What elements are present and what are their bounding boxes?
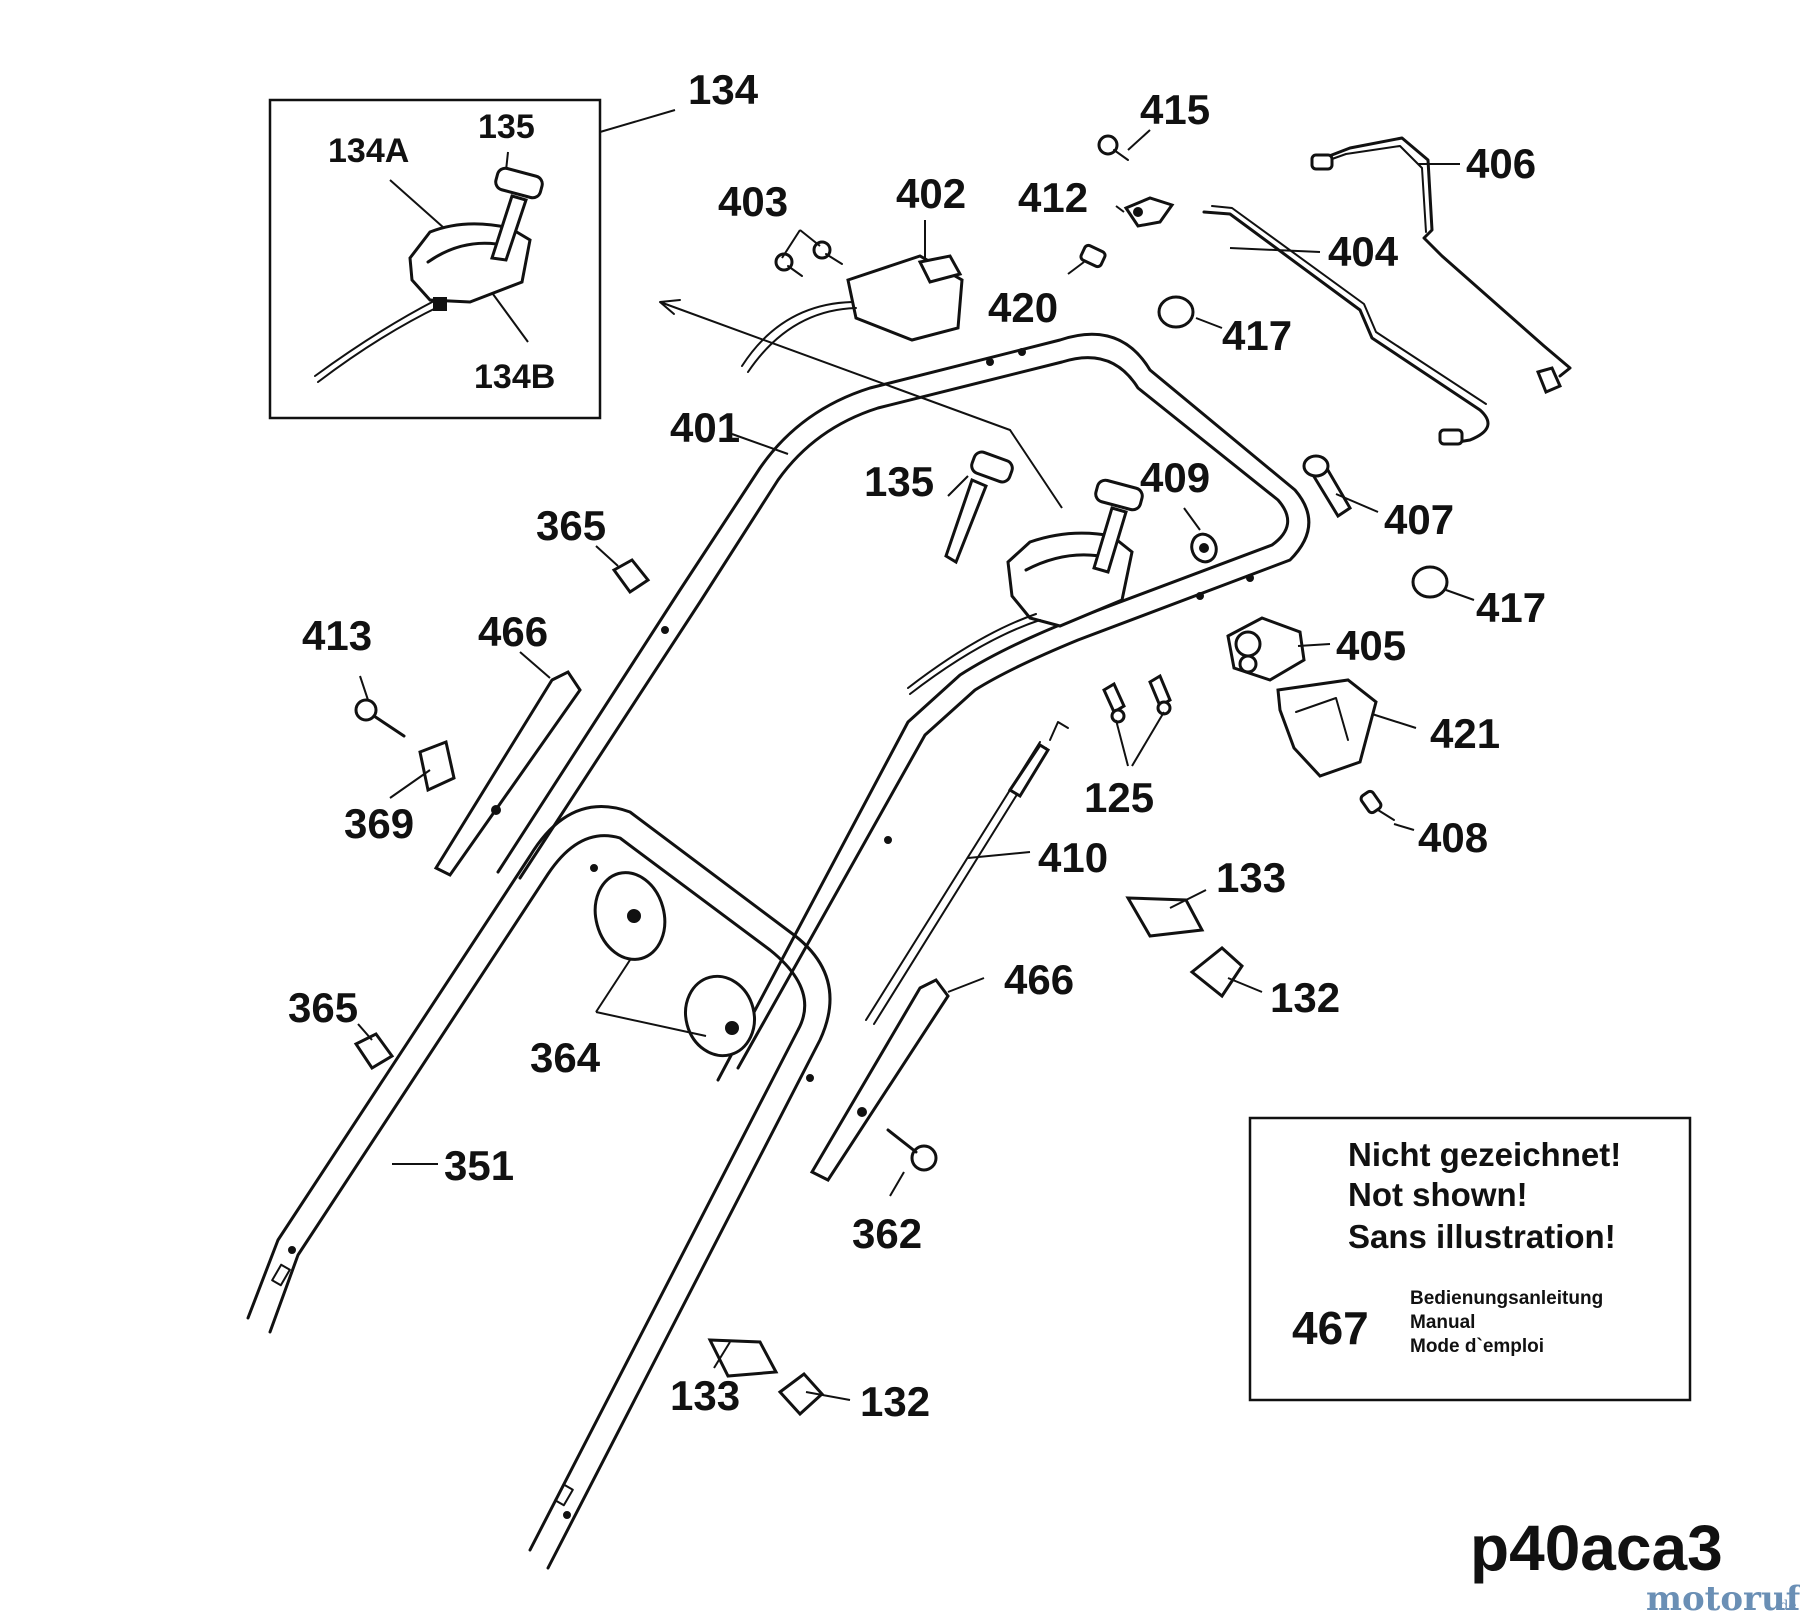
inset-label-134: 134 xyxy=(688,66,759,113)
note-desc-de: Bedienungsanleitung xyxy=(1410,1288,1603,1309)
inset-throttle-lever xyxy=(314,151,544,383)
part-labels: 415 406 403 402 412 404 420 417 401 135 … xyxy=(288,86,1546,1425)
note-desc-en: Manual xyxy=(1410,1312,1475,1333)
inset-label-134b: 134B xyxy=(474,358,555,396)
label-365-bottom: 365 xyxy=(288,984,358,1031)
lower-handle-351 xyxy=(246,805,832,1570)
small-fittings xyxy=(1079,134,1449,599)
inset-frame xyxy=(268,98,602,420)
inset-detail: 134 134A 135 134B xyxy=(268,66,759,420)
label-135: 135 xyxy=(864,458,934,505)
inset-leader xyxy=(599,109,676,133)
label-401: 401 xyxy=(670,404,740,451)
inset-label-134a: 134A xyxy=(328,132,409,170)
brand-suffix: .de xyxy=(1775,1598,1797,1614)
inset-label-135: 135 xyxy=(478,108,535,146)
tubes-466 xyxy=(433,670,950,1182)
label-410: 410 xyxy=(1038,834,1108,881)
label-409: 409 xyxy=(1140,454,1210,501)
cable-410 xyxy=(865,721,1069,1025)
label-405: 405 xyxy=(1336,622,1406,669)
label-417-top: 417 xyxy=(1222,312,1292,359)
throttle-lever-134 xyxy=(659,299,1144,695)
note-desc-fr: Mode d`emploi xyxy=(1410,1336,1544,1357)
label-420: 420 xyxy=(988,284,1058,331)
label-466-bottom: 466 xyxy=(1004,956,1074,1003)
label-407: 407 xyxy=(1384,496,1454,543)
label-415: 415 xyxy=(1140,86,1210,133)
leader-lines xyxy=(357,129,1475,1401)
note-line-de: Nicht gezeichnet! xyxy=(1348,1136,1621,1173)
label-403: 403 xyxy=(718,178,788,225)
note-line-en: Not shown! xyxy=(1348,1176,1528,1213)
label-369: 369 xyxy=(344,800,414,847)
brand-logo: motoruf xyxy=(1646,1579,1800,1618)
brackets-405-421 xyxy=(1102,616,1395,821)
label-413: 413 xyxy=(302,612,372,659)
label-132-right: 132 xyxy=(1270,974,1340,1021)
label-362: 362 xyxy=(852,1210,922,1257)
upper-handle-401 xyxy=(496,332,1311,1082)
knobs-364 xyxy=(593,871,756,1058)
label-132-bottom: 132 xyxy=(860,1378,930,1425)
not-shown-note: Nicht gezeichnet! Not shown! Sans illust… xyxy=(1248,1116,1692,1402)
clips-and-screws xyxy=(353,558,1244,1417)
rods-404-406 xyxy=(1202,136,1572,446)
label-406: 406 xyxy=(1466,140,1536,187)
note-frame xyxy=(1248,1116,1692,1402)
diagram-code: p40aca3 xyxy=(1470,1512,1723,1584)
label-133-right: 133 xyxy=(1216,854,1286,901)
label-404: 404 xyxy=(1328,228,1399,275)
label-402: 402 xyxy=(896,170,966,217)
label-125: 125 xyxy=(1084,774,1154,821)
label-408: 408 xyxy=(1418,814,1488,861)
note-part-number: 467 xyxy=(1292,1302,1369,1354)
label-364: 364 xyxy=(530,1034,601,1081)
label-417-right: 417 xyxy=(1476,584,1546,631)
label-133-bottom: 133 xyxy=(670,1372,740,1419)
label-421: 421 xyxy=(1430,710,1500,757)
label-365-top: 365 xyxy=(536,502,606,549)
label-412: 412 xyxy=(1018,174,1088,221)
switch-box-402 xyxy=(741,254,964,373)
label-351: 351 xyxy=(444,1142,514,1189)
lever-handle-135 xyxy=(944,450,1014,565)
note-line-fr: Sans illustration! xyxy=(1348,1218,1616,1255)
screws-403 xyxy=(774,240,843,277)
label-466-top: 466 xyxy=(478,608,548,655)
